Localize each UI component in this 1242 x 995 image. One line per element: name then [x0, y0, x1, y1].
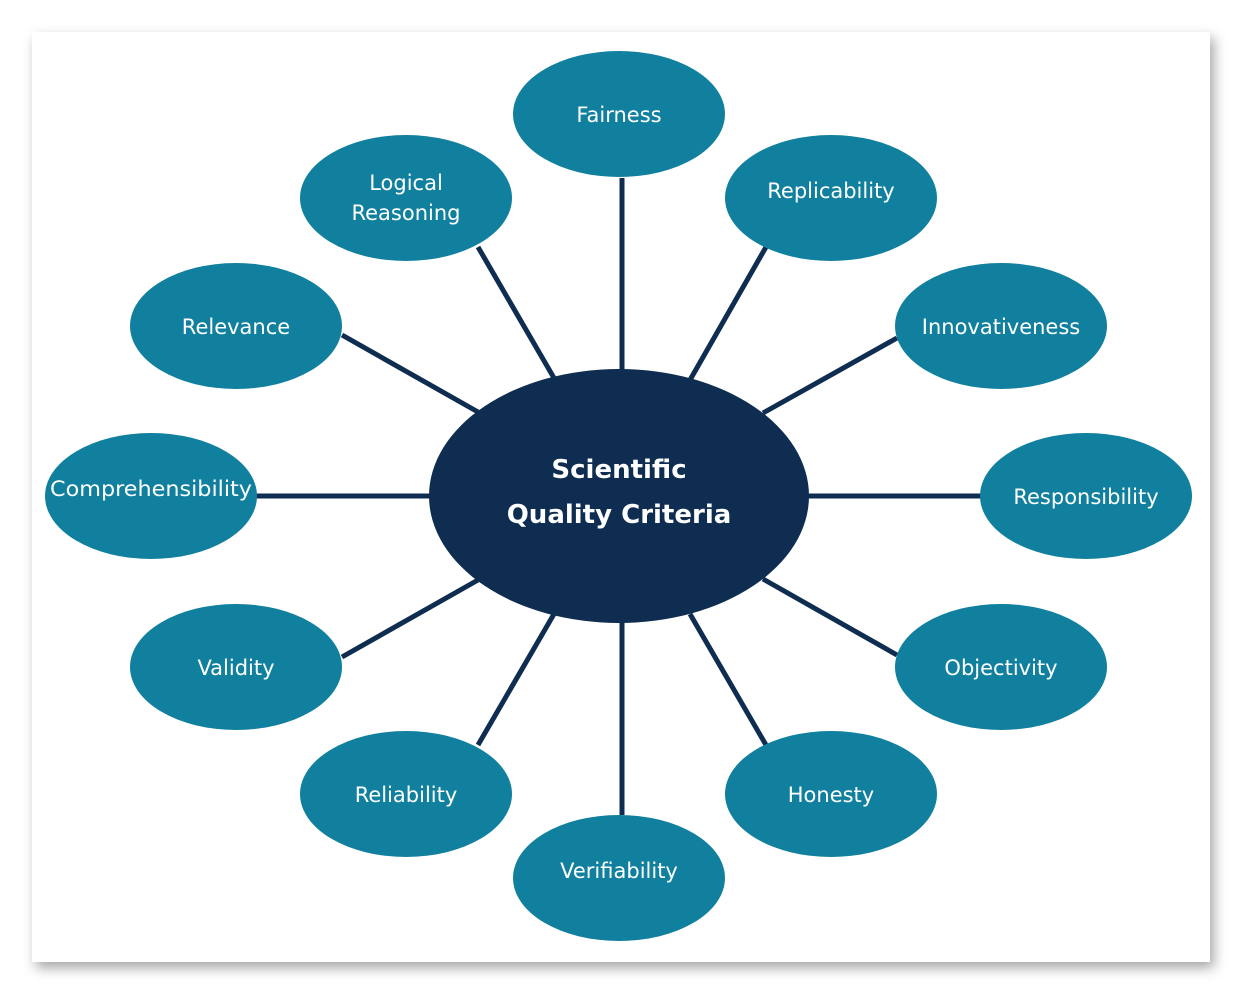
node-verifiability: Verifiability	[513, 815, 725, 941]
connector-innovativeness	[761, 335, 899, 416]
node-label-fairness: Fairness	[576, 103, 661, 127]
node-label-responsibility: Responsibility	[1013, 485, 1158, 509]
node-label-comprehensibility: Comprehensibility	[50, 477, 252, 501]
node-replicability: Replicability	[725, 135, 937, 261]
center-node: Scientific Quality Criteria	[429, 369, 809, 623]
connector-reliability	[475, 612, 557, 747]
connector-logical-reasoning	[475, 245, 557, 380]
node-relevance: Relevance	[130, 263, 342, 389]
node-reliability: Reliability	[300, 731, 512, 857]
connector-objectivity	[761, 576, 899, 658]
node-label-reliability: Reliability	[355, 783, 458, 807]
center-title-line2: Quality Criteria	[507, 500, 732, 530]
node-label-honesty: Honesty	[788, 783, 874, 807]
node-logical-reasoning: Logical Reasoning	[300, 135, 512, 261]
node-fairness: Fairness	[513, 51, 725, 177]
connector-relevance	[340, 332, 480, 415]
node-innovativeness: Innovativeness	[895, 263, 1107, 389]
connector-validity	[340, 577, 480, 660]
node-objectivity: Objectivity	[895, 604, 1107, 730]
node-validity: Validity	[130, 604, 342, 730]
node-label-relevance: Relevance	[182, 315, 290, 339]
node-label-validity: Validity	[197, 656, 274, 680]
center-title-line1: Scientific	[551, 455, 686, 485]
node-label-objectivity: Objectivity	[944, 656, 1057, 680]
connector-honesty	[687, 612, 769, 747]
node-responsibility: Responsibility	[980, 433, 1192, 559]
node-label-logical-reasoning-line1: Logical	[369, 171, 443, 195]
node-label-replicability: Replicability	[767, 179, 894, 203]
node-label-innovativeness: Innovativeness	[922, 315, 1080, 339]
node-comprehensibility: Comprehensibility	[45, 433, 257, 559]
connectors	[256, 178, 981, 815]
node-honesty: Honesty	[725, 731, 937, 857]
node-label-logical-reasoning-line2: Reasoning	[351, 201, 460, 225]
connector-replicability	[687, 245, 769, 382]
node-label-verifiability: Verifiability	[560, 859, 678, 883]
